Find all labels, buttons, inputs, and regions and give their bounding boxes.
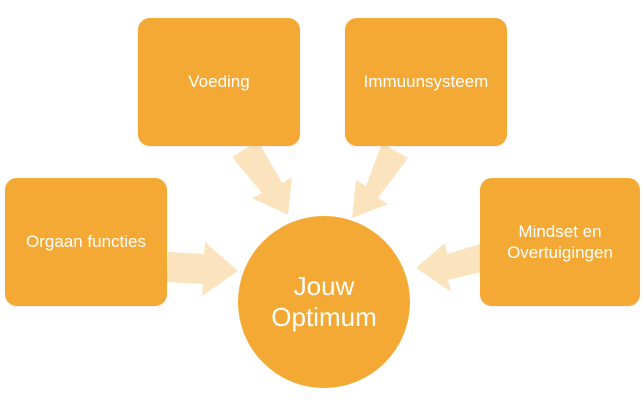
center-line-1: Jouw: [293, 270, 355, 301]
center-node-text: Jouw Optimum: [271, 271, 376, 333]
node-orgaan-functies-label: Orgaan functies: [25, 232, 146, 252]
arrow-mindset: [416, 243, 481, 292]
center-node-jouw-optimum: Jouw Optimum: [238, 216, 410, 388]
node-mindset-en-overtuigingen: Mindset en Overtuigingen: [480, 178, 640, 306]
node-mindset-label: Mindset en Overtuigingen: [507, 221, 613, 262]
center-line-2: Optimum: [271, 302, 377, 332]
node-voeding: Voeding: [138, 18, 300, 146]
arrow-immuunsysteem: [352, 143, 408, 218]
arrow-voeding: [232, 141, 292, 215]
node-orgaan-functies: Orgaan functies: [5, 178, 167, 306]
node-voeding-label: Voeding: [188, 72, 250, 92]
node-immuunsysteem-label: Immuunsysteem: [363, 72, 489, 92]
node-immuunsysteem: Immuunsysteem: [345, 18, 507, 146]
arrow-orgaan-functies: [167, 242, 238, 296]
